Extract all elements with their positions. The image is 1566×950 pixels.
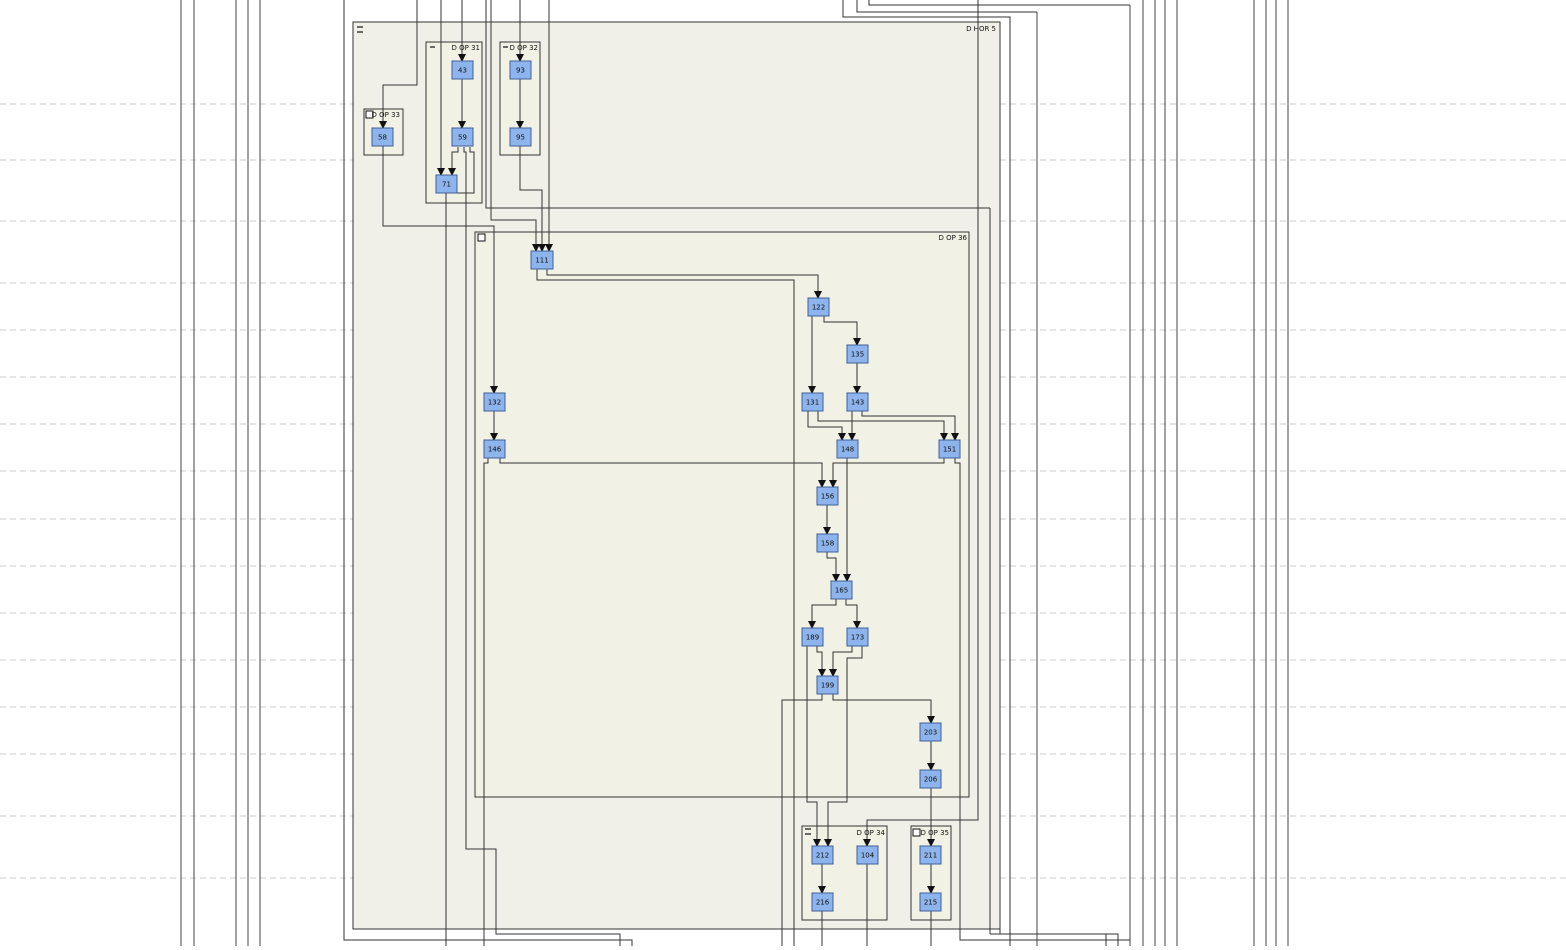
vertical-trunks <box>180 0 1289 946</box>
node-122[interactable]: 122 <box>807 297 830 317</box>
collapse-icon[interactable] <box>805 828 811 835</box>
node-158[interactable]: 158 <box>816 533 839 553</box>
node-label: 43 <box>458 67 467 75</box>
node-label: 158 <box>821 540 834 548</box>
node-148[interactable]: 148 <box>836 439 859 459</box>
expand-icon[interactable] <box>477 233 486 242</box>
node-146[interactable]: 146 <box>483 439 506 459</box>
node-label: 71 <box>442 181 451 189</box>
node-206[interactable]: 206 <box>919 769 942 789</box>
node-label: 203 <box>924 729 937 737</box>
node-212[interactable]: 212 <box>811 845 834 865</box>
node-215[interactable]: 215 <box>919 892 942 912</box>
group-label-dop34: D OP 34 <box>857 829 886 837</box>
node-label: 215 <box>924 899 937 907</box>
node-111[interactable]: 111 <box>530 250 554 270</box>
node-173[interactable]: 173 <box>846 627 869 647</box>
group-label-dop35: D OP 35 <box>921 829 949 837</box>
node-label: 211 <box>924 852 937 860</box>
group-label-dhor5: D HOR 5 <box>966 25 996 33</box>
expand-icon[interactable] <box>912 828 921 837</box>
node-label: 122 <box>812 304 825 312</box>
node-label: 146 <box>488 446 502 454</box>
node-131[interactable]: 131 <box>801 392 824 412</box>
node-132[interactable]: 132 <box>483 392 506 412</box>
node-label: 199 <box>821 682 834 690</box>
node-label: 173 <box>851 634 864 642</box>
node-label: 148 <box>841 446 854 454</box>
node-label: 58 <box>378 134 387 142</box>
group-label-dop33: D OP 33 <box>372 111 400 119</box>
node-label: 135 <box>851 351 864 359</box>
collapse-icon[interactable] <box>357 26 363 33</box>
node-135[interactable]: 135 <box>846 344 869 364</box>
node-label: 93 <box>516 67 525 75</box>
node-104[interactable]: 104 <box>856 845 879 865</box>
group-dop36[interactable]: D OP 36 <box>474 231 970 798</box>
node-label: 165 <box>835 587 848 595</box>
node-label: 156 <box>821 493 835 501</box>
node-156[interactable]: 156 <box>816 486 839 506</box>
node-165[interactable]: 165 <box>830 580 853 600</box>
node-label: 95 <box>516 134 525 142</box>
node-211[interactable]: 211 <box>919 845 942 865</box>
node-203[interactable]: 203 <box>919 722 942 742</box>
expand-icon[interactable] <box>365 110 374 119</box>
node-label: 189 <box>806 634 819 642</box>
node-71[interactable]: 71 <box>435 174 458 194</box>
node-label: 131 <box>806 399 819 407</box>
group-label-dop31: D OP 31 <box>452 44 480 52</box>
node-label: 104 <box>861 852 875 860</box>
node-151[interactable]: 151 <box>938 439 961 459</box>
nodes: 43 59 71 93 95 58 111 122 135 131 143 13… <box>371 60 961 912</box>
node-93[interactable]: 93 <box>509 60 532 80</box>
edges <box>343 0 1130 946</box>
node-label: 132 <box>488 399 501 407</box>
node-95[interactable]: 95 <box>509 127 532 147</box>
node-189[interactable]: 189 <box>801 627 824 647</box>
group-label-dop32: D OP 32 <box>510 44 538 52</box>
node-143[interactable]: 143 <box>846 392 869 412</box>
node-label: 143 <box>851 399 864 407</box>
node-199[interactable]: 199 <box>816 675 839 695</box>
node-label: 212 <box>816 852 829 860</box>
node-58[interactable]: 58 <box>371 127 394 147</box>
node-label: 206 <box>924 776 938 784</box>
node-216[interactable]: 216 <box>811 892 834 912</box>
group-label-dop36: D OP 36 <box>939 234 968 242</box>
node-label: 151 <box>943 446 956 454</box>
node-label: 111 <box>535 257 548 265</box>
node-59[interactable]: 59 <box>451 127 474 147</box>
node-label: 216 <box>816 899 830 907</box>
node-43[interactable]: 43 <box>451 60 474 80</box>
node-label: 59 <box>458 134 467 142</box>
